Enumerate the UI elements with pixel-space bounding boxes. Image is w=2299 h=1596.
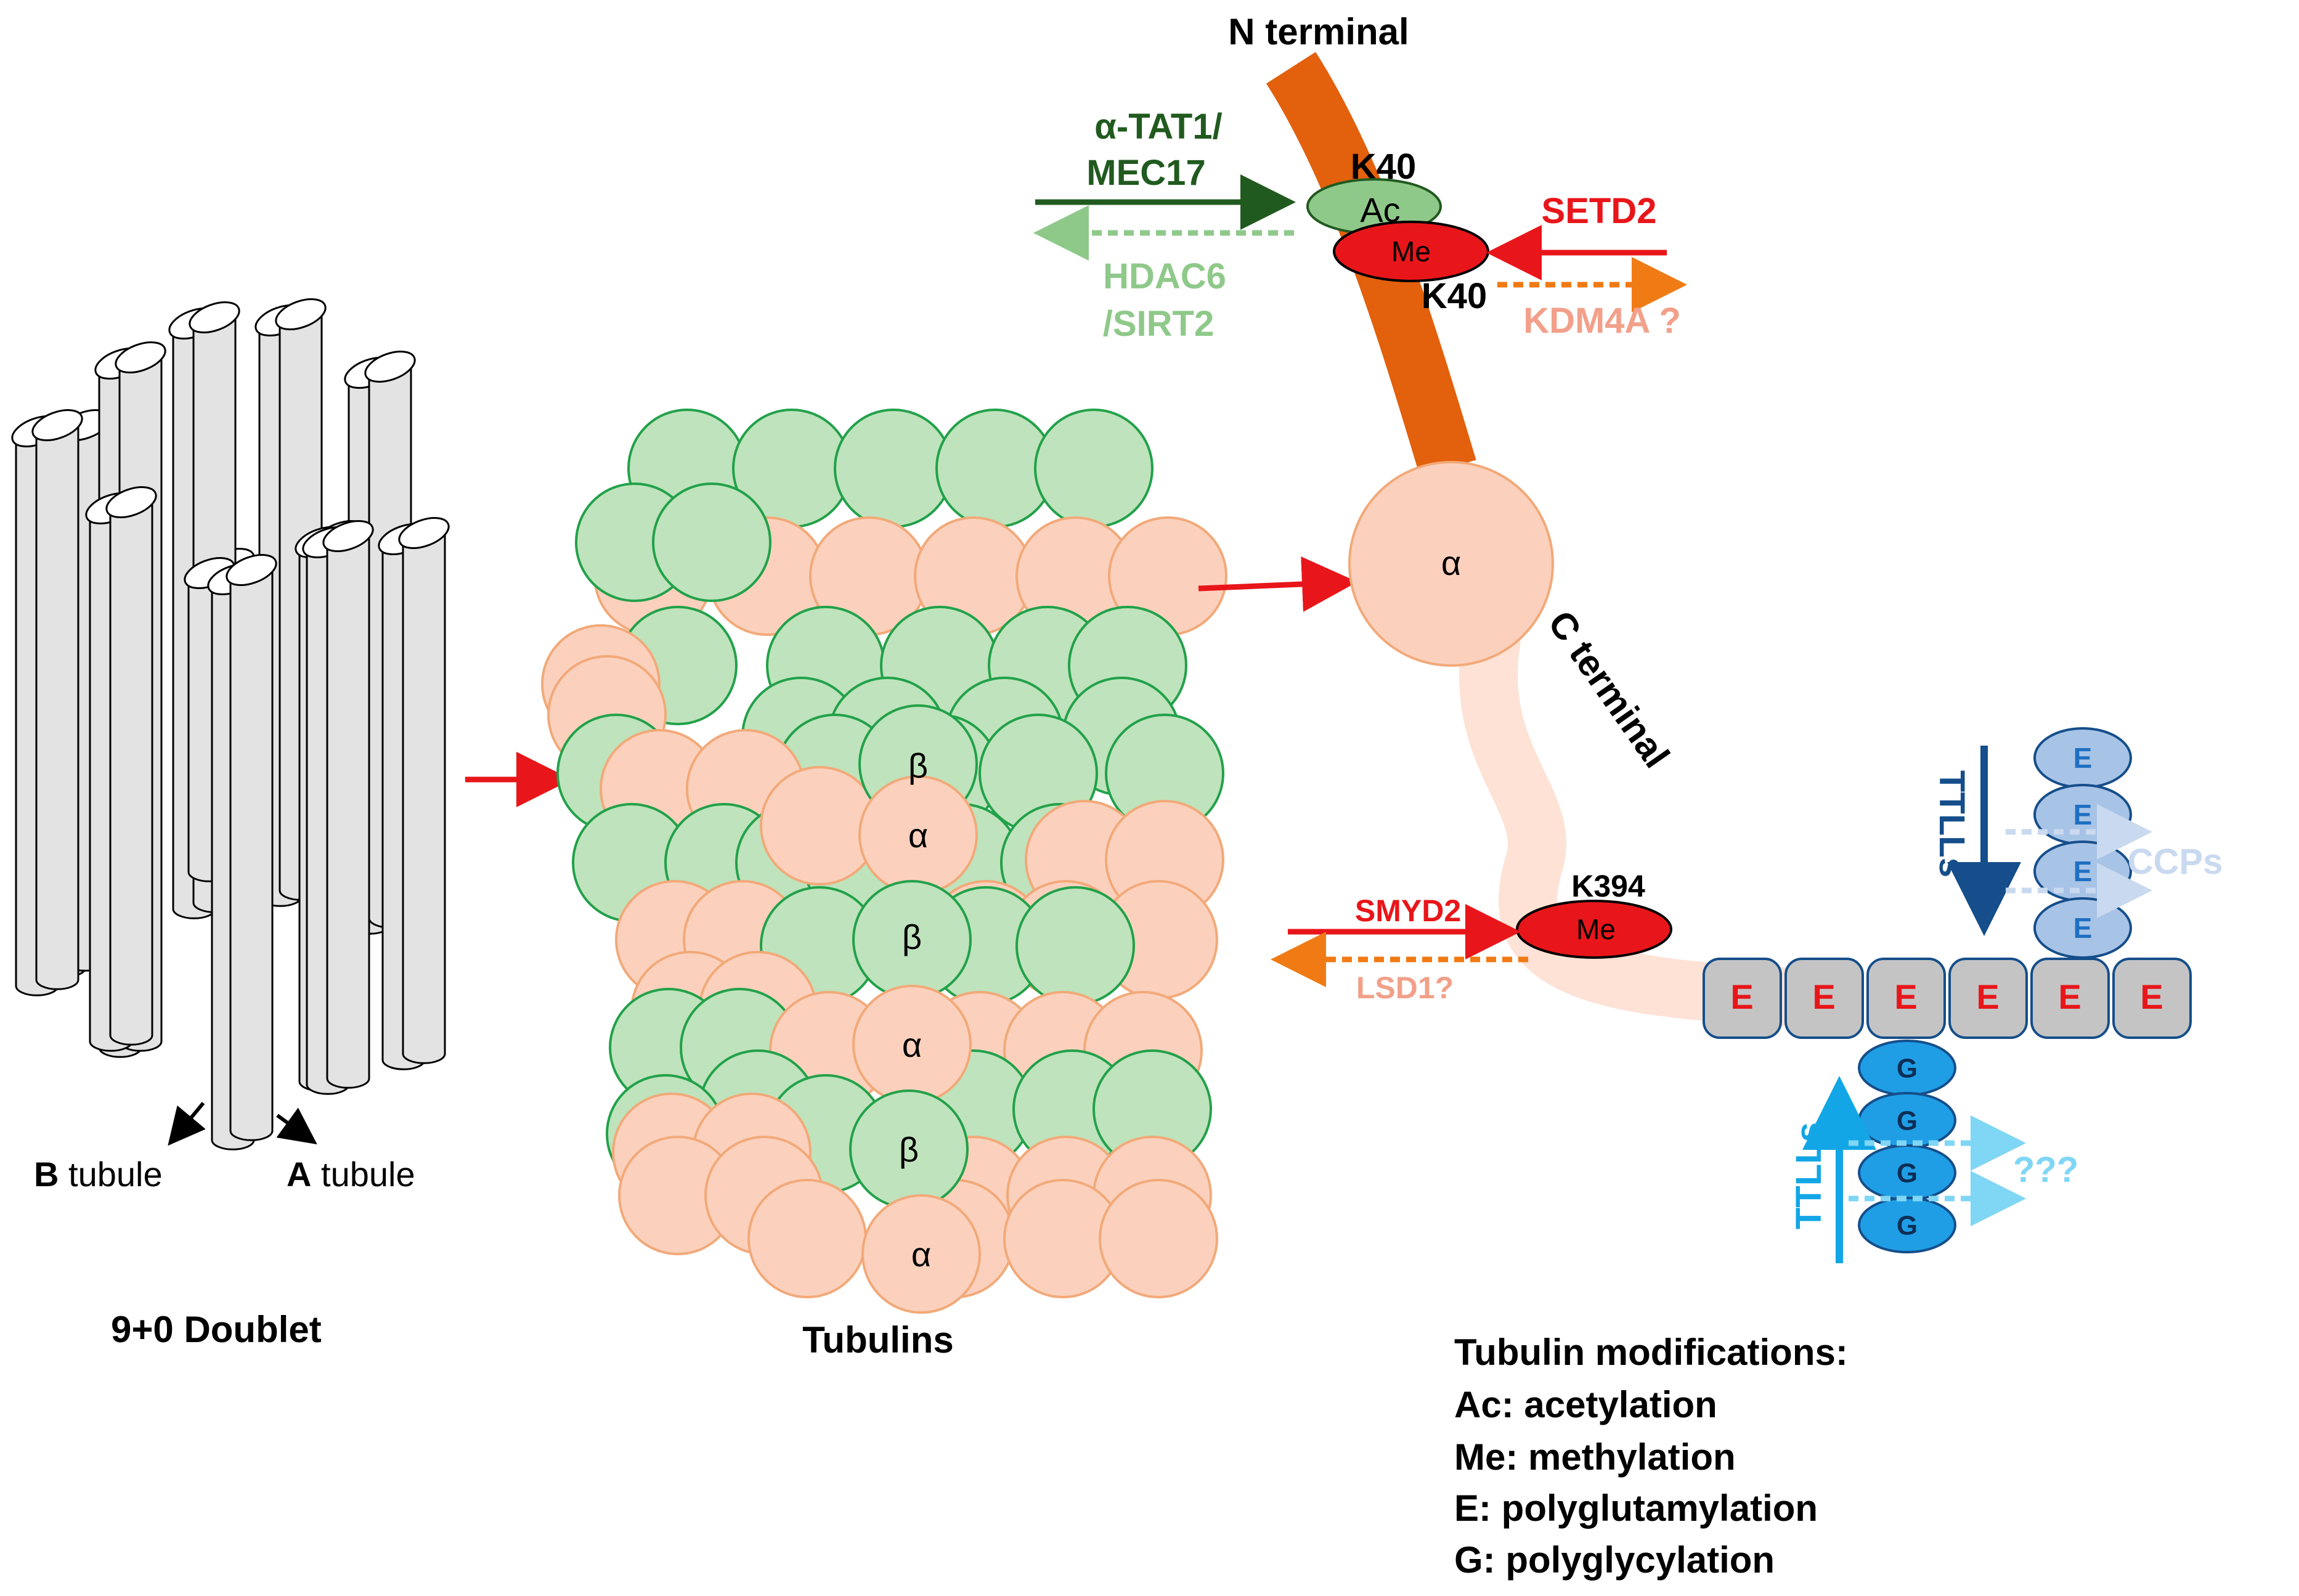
kdm4a-label: KDM4A ?: [1523, 301, 1681, 341]
tubulin-center-labels: β α β α β α: [899, 746, 931, 1274]
smyd2-label: SMYD2: [1355, 894, 1461, 928]
a-tubule-pointer: [276, 1107, 317, 1145]
alpha-tubulin-unit: [1348, 461, 1554, 667]
n-methyl-label: Me: [1391, 235, 1431, 267]
branch-glycine-residue: G: [1858, 1197, 1956, 1253]
svg-text:E: E: [1976, 977, 1999, 1016]
glutamate-residue: E: [1784, 958, 1864, 1039]
svg-text:E: E: [2073, 799, 2093, 831]
svg-text:E: E: [2073, 855, 2093, 887]
svg-text:G: G: [1897, 1054, 1918, 1084]
tat1-label-line2: MEC17: [1086, 153, 1205, 193]
legend-item-polyglutamylation: E: polyglutamylation: [1454, 1488, 1818, 1529]
b-tubule-label: B tubule: [34, 1155, 163, 1194]
glutamate-residue: E: [1703, 958, 1782, 1039]
legend: Tubulin modifications: Ac: acetylation M…: [1454, 1332, 1848, 1581]
glutamate-residue: E: [2112, 958, 2192, 1039]
svg-text:E: E: [1730, 977, 1753, 1016]
svg-text:G: G: [1897, 1211, 1918, 1241]
branch-glycine-residue: G: [1858, 1040, 1956, 1096]
doublet-caption: 9+0 Doublet: [111, 1309, 322, 1350]
lattice-to-alpha-arrow: [1198, 556, 1357, 612]
ttlls-gly-label: TTLLs: [1789, 1122, 1829, 1229]
glutamate-residue: E: [1866, 958, 1946, 1039]
tubulin-lattice: [541, 409, 1227, 1314]
svg-text:E: E: [1812, 977, 1835, 1016]
branch-glycine-residue: G: [1858, 1092, 1956, 1149]
legend-item-methylation: Me: methylation: [1454, 1436, 1736, 1478]
microtubule-doublet-bundle: [11, 298, 450, 1150]
c-methyl-label: Me: [1576, 913, 1616, 945]
doublet-tube: [398, 517, 450, 1064]
beta-tubulin-subunit: [834, 409, 953, 528]
glutamate-residue: E: [2030, 958, 2110, 1039]
branch-glutamate-residue: E: [2033, 841, 2132, 902]
beta-tubulin-subunit: [1034, 409, 1154, 528]
ccps-label: CCPs: [2128, 842, 2223, 882]
tubulin-label-alpha-2: α: [902, 1025, 922, 1064]
alpha-unit-label: α: [1441, 544, 1461, 582]
beta-tubulin-subunit: [652, 482, 771, 602]
tubulin-label-beta-2: β: [902, 918, 922, 956]
branch-glycine-residue: G: [1858, 1144, 1956, 1201]
beta-tubulin-subunit: [1015, 886, 1135, 1006]
svg-text:E: E: [2140, 977, 2163, 1016]
doublet-tube: [105, 486, 157, 1046]
k40-bottom-label: K40: [1422, 276, 1487, 316]
lsd1-label: LSD1?: [1356, 971, 1454, 1005]
branch-glutamate-residue: E: [2033, 784, 2132, 845]
tubulin-label-beta-3: β: [899, 1130, 919, 1169]
svg-text:E: E: [2058, 977, 2081, 1016]
hdac6-label-line1: HDAC6: [1103, 256, 1226, 296]
tat1-label-line1: α-TAT1/: [1094, 107, 1222, 147]
svg-text:G: G: [1897, 1106, 1918, 1136]
svg-text:E: E: [2073, 912, 2093, 944]
tubulin-label-alpha-1: α: [908, 816, 928, 855]
alpha-tubulin-subunit: [747, 1179, 867, 1298]
glutamate-residue: E: [1948, 958, 2028, 1039]
legend-title: Tubulin modifications:: [1454, 1332, 1848, 1373]
b-tubule-pointer: [168, 1102, 206, 1146]
alpha-tubulin-subunit: [1099, 1179, 1218, 1298]
gly-eraser-label: ???: [2013, 1150, 2078, 1190]
alpha-tubulin-center: [861, 1194, 981, 1314]
c-terminal-label: C terminal: [1540, 603, 1677, 775]
tubulin-label-alpha-3: α: [911, 1235, 931, 1274]
doublet-tube: [226, 554, 277, 1141]
hdac6-label-line2: /SIRT2: [1103, 304, 1215, 344]
setd2-label: SETD2: [1542, 191, 1657, 231]
branch-glutamate-residue: E: [2033, 897, 2132, 959]
legend-item-polyglycylation: G: polyglycylation: [1454, 1539, 1775, 1581]
svg-text:E: E: [1894, 977, 1917, 1016]
c-terminal-tail: [1459, 611, 1841, 1028]
svg-text:G: G: [1897, 1158, 1918, 1189]
k394-label: K394: [1571, 869, 1645, 903]
branch-glutamate-residue: E: [2033, 727, 2132, 789]
tubulins-caption: Tubulins: [802, 1319, 954, 1361]
doublet-tube: [322, 520, 374, 1089]
a-tubule-label: A tubule: [287, 1155, 415, 1194]
n-terminal-label: N terminal: [1228, 11, 1409, 52]
svg-text:E: E: [2073, 742, 2093, 774]
ttlls-glu-label: TTLLs: [1932, 770, 1972, 877]
legend-item-acetylation: Ac: acetylation: [1454, 1384, 1717, 1425]
doublet-tube: [31, 409, 83, 990]
tubulin-label-beta-1: β: [908, 746, 928, 785]
